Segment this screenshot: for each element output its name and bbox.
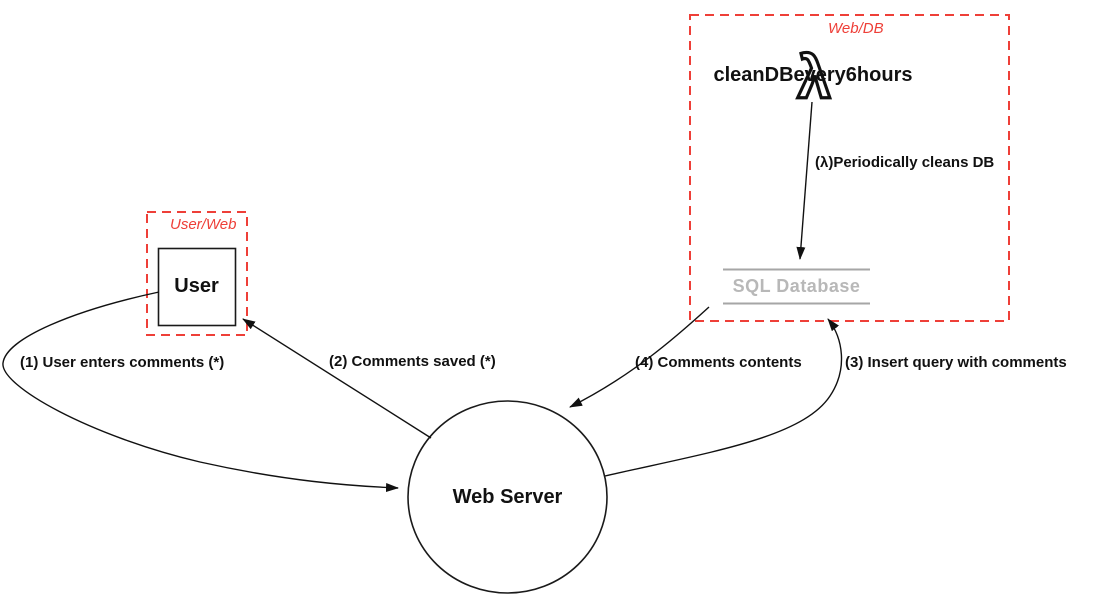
sql-database-label: SQL Database	[732, 276, 861, 296]
edge-label-1: (1) User enters comments (*)	[20, 354, 225, 371]
sql-database-datastore-lines	[723, 268, 870, 305]
boundary-user-web	[146, 211, 248, 336]
edge-label-4: (4) Comments contents	[635, 354, 802, 371]
edge-3-webserver-to-sqldb	[604, 318, 843, 477]
boundary-web-db	[689, 14, 1010, 322]
boundary-label-web-db: Web/DB	[828, 20, 884, 37]
web-server-node-shape	[407, 400, 608, 594]
web-server-node-label: Web Server	[452, 485, 563, 508]
edge-1-user-to-webserver	[2, 291, 399, 492]
edge-2-webserver-to-user	[242, 318, 432, 439]
edge-label-3: (3) Insert query with comments	[845, 354, 1067, 371]
user-node-label: User	[174, 275, 219, 297]
edge-label-2: (2) Comments saved (*)	[329, 353, 496, 370]
edge-lambda-to-sqldb	[796, 101, 813, 260]
boundary-label-user-web: User/Web	[170, 216, 237, 233]
lambda-icon: λ	[797, 44, 830, 111]
user-node-shape	[157, 247, 237, 327]
edge-4-sqldb-to-webserver	[569, 306, 710, 408]
edge-label-lambda: (λ)Periodically cleans DB	[815, 154, 995, 171]
lambda-function-title: cleanDBevery6hours	[713, 64, 913, 86]
